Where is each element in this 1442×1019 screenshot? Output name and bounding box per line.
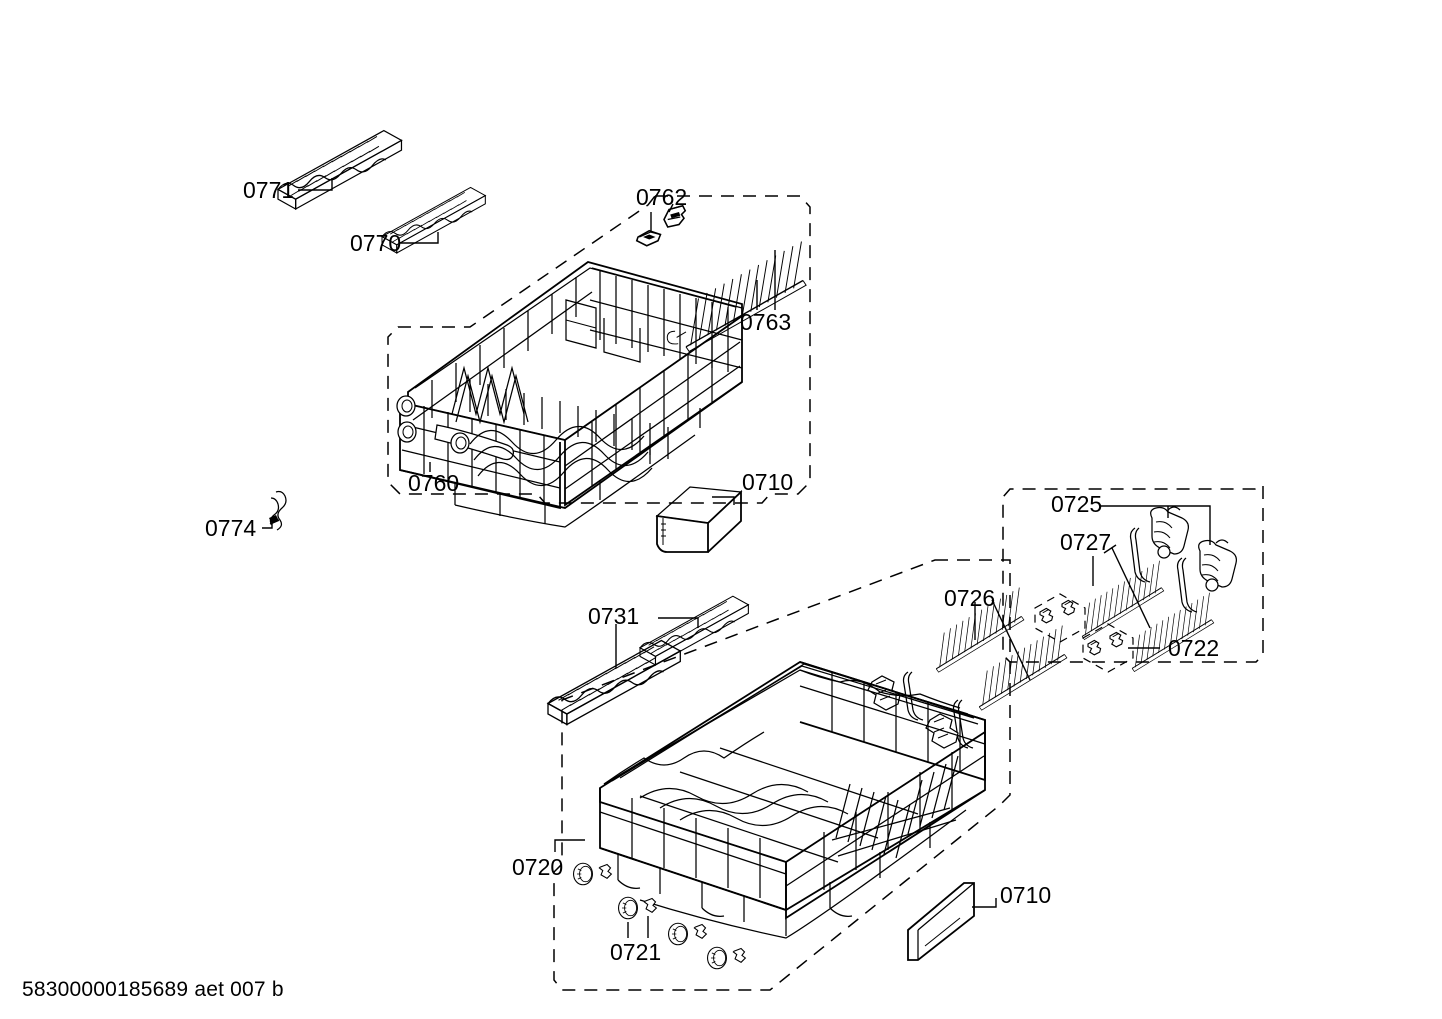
part-0760-upper-basket [396, 261, 743, 528]
leader-0710-upper [712, 496, 735, 505]
label-0731: 0731 [588, 603, 639, 629]
leader-0725 [1100, 505, 1211, 545]
label-0725: 0725 [1051, 491, 1102, 517]
part-0725-bracket-a [1150, 506, 1189, 559]
part-0763-folding-tine-row [666, 240, 807, 353]
lower-basket-group-boundary [553, 559, 1011, 991]
part-0721-roller-2 [618, 896, 657, 920]
label-0763: 0763 [740, 309, 791, 335]
leader-0726 [974, 599, 1031, 681]
part-0710-cutlery-tray-lower [907, 882, 975, 961]
clip-subgroup-boundary [1034, 593, 1134, 673]
label-0721: 0721 [610, 939, 661, 965]
part-0725-bracket-b [1198, 539, 1237, 592]
label-0762: 0762 [636, 184, 687, 210]
part-0721-roller-1 [573, 862, 612, 886]
part-0721-roller-4 [707, 946, 746, 970]
part-0762-clip-a [635, 229, 662, 247]
part-0721-roller-3 [668, 922, 707, 946]
label-0760: 0760 [408, 470, 459, 496]
wire-handle-right [1129, 527, 1151, 583]
label-0774: 0774 [205, 515, 256, 541]
leader-0771 [298, 178, 333, 191]
wire-handle-right-2 [1176, 557, 1198, 613]
leader-0710-lower [972, 898, 997, 908]
leader-0762 [650, 203, 674, 232]
sheet-footer-code: 58300000185689 aet 007 b [22, 978, 284, 1001]
upper-basket-group-boundary [387, 195, 811, 504]
part-0720-lower-basket [599, 661, 986, 939]
upper-basket-rollers [396, 395, 514, 461]
part-0722-clip-3 [1087, 639, 1102, 656]
leader-0720 [554, 839, 585, 852]
leader-0763 [756, 250, 776, 310]
label-0771: 0771 [243, 177, 294, 203]
part-0722-clip-4 [1109, 631, 1124, 648]
leader-0774 [262, 518, 273, 529]
leader-0770 [400, 232, 439, 244]
label-0720: 0720 [512, 854, 563, 880]
part-0771-folding-plate-rack [277, 129, 403, 210]
label-0726: 0726 [944, 585, 995, 611]
label-0770: 0770 [350, 230, 401, 256]
part-0710-cutlery-tray-upper [655, 486, 743, 553]
label-0727: 0727 [1060, 529, 1111, 555]
leader-0721 [627, 916, 649, 938]
part-0722-clip-2 [1061, 599, 1076, 616]
leader-0731 [615, 617, 699, 668]
part-0726-tine-row-b [975, 624, 1070, 711]
part-0731-rack-b [639, 595, 749, 666]
label-0710-upper: 0710 [742, 469, 793, 495]
label-0722: 0722 [1168, 635, 1219, 661]
part-0722-clip-1 [1039, 607, 1054, 624]
label-0710-lower: 0710 [1000, 882, 1051, 908]
leader-0727 [1092, 544, 1151, 629]
